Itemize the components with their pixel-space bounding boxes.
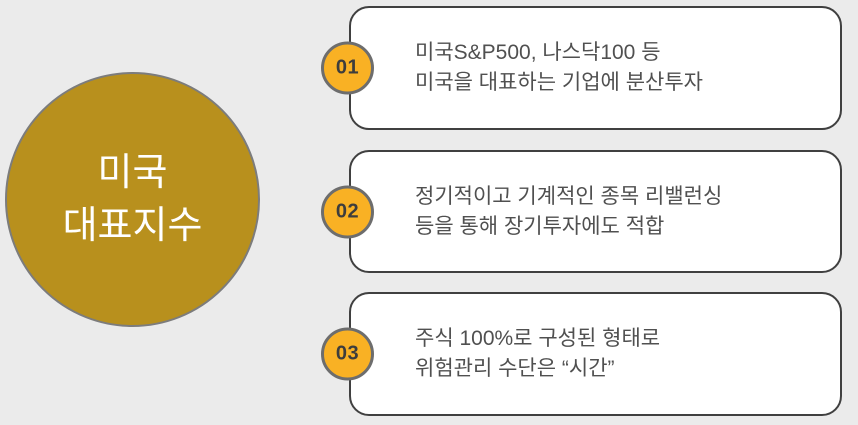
card-1-number: 01 xyxy=(335,56,360,79)
card-3-text: 주식 100%로 구성된 형태로 위험관리 수단은 “시간” xyxy=(415,324,840,384)
main-topic-circle: 미국 대표지수 xyxy=(5,72,260,327)
card-1-text: 미국S&P500, 나스닥100 등 미국을 대표하는 기업에 분산투자 xyxy=(415,38,840,98)
card-2-line2: 등을 통해 장기투자에도 적합 xyxy=(415,214,665,238)
main-topic-line2: 대표지수 xyxy=(62,204,203,247)
card-1: 01 미국S&P500, 나스닥100 등 미국을 대표하는 기업에 분산투자 xyxy=(321,6,842,130)
card-3-line2: 위험관리 수단은 “시간” xyxy=(415,357,615,380)
main-topic-label: 미국 대표지수 xyxy=(63,147,203,252)
card-3: 03 주식 100%로 구성된 형태로 위험관리 수단은 “시간” xyxy=(321,292,842,416)
card-3-number: 03 xyxy=(335,342,360,365)
card-2: 02 정기적이고 기계적인 종목 리밸런싱 등을 통해 장기투자에도 적합 xyxy=(321,150,842,273)
card-1-number-badge: 01 xyxy=(321,41,374,95)
main-topic-line1: 미국 xyxy=(97,152,168,195)
card-1-line2: 미국을 대표하는 기업에 분산투자 xyxy=(415,71,703,94)
card-3-line1: 주식 100%로 구성된 형태로 xyxy=(415,327,661,350)
card-1-line1: 미국S&P500, 나스닥100 등 xyxy=(415,41,661,64)
card-2-text: 정기적이고 기계적인 종목 리밸런싱 등을 통해 장기투자에도 적합 xyxy=(415,182,840,242)
card-2-number: 02 xyxy=(335,200,360,222)
card-2-line1: 정기적이고 기계적인 종목 리밸런싱 xyxy=(415,184,723,208)
card-2-number-badge: 02 xyxy=(321,185,374,238)
card-3-number-badge: 03 xyxy=(321,327,374,381)
